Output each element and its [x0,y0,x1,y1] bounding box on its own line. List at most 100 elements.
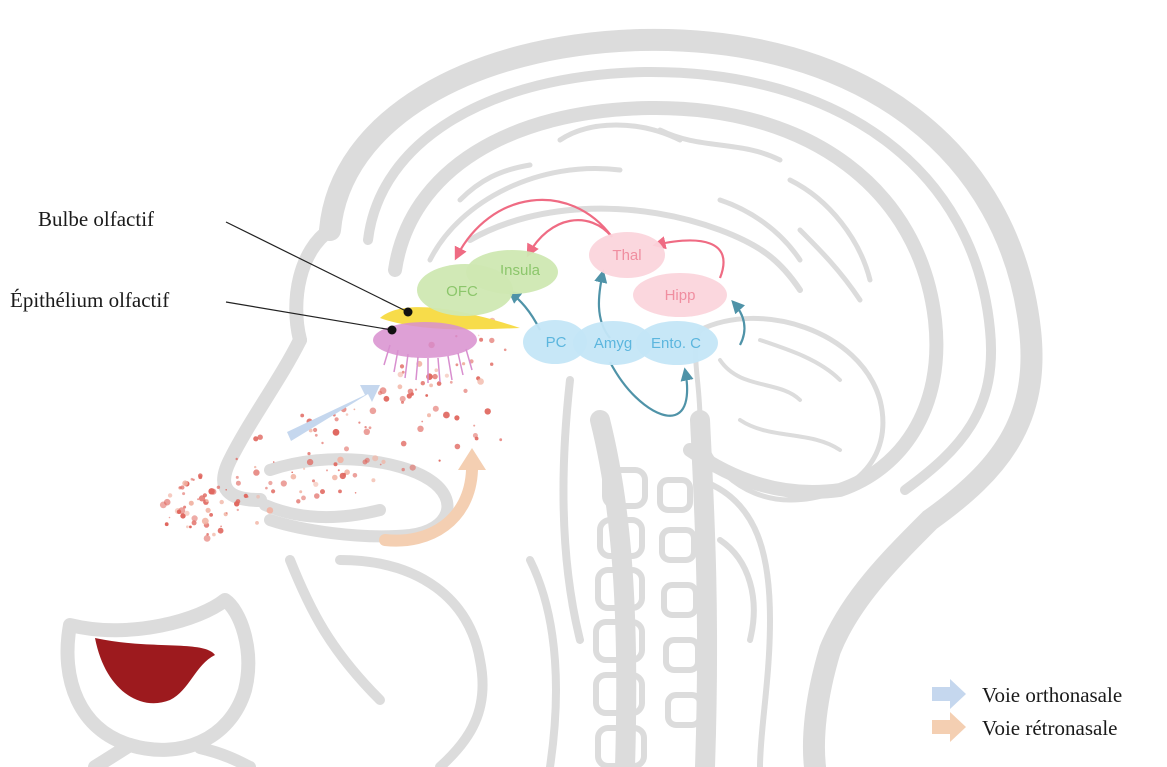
odor-particle [209,513,213,517]
odor-particle [353,473,358,478]
odor-particle [463,389,467,393]
odor-particle [346,413,349,416]
odor-particle [182,492,185,495]
odor-particle [485,408,491,414]
odor-particle [168,493,172,497]
region-thal: Thal [589,232,665,278]
odor-particle [455,444,461,450]
label-epithelium-olfactif: Épithélium olfactif [10,288,169,312]
odor-particle [321,442,323,444]
odor-particle [165,522,169,526]
odor-particle [244,494,248,498]
odor-particle [355,492,357,494]
odor-particle [301,496,306,501]
odor-particle [267,507,274,514]
odor-particle [197,498,199,500]
odor-particle [268,481,272,485]
odor-particle [425,394,428,397]
odor-particle [253,436,258,441]
odor-particle [334,462,338,466]
odor-particle [473,433,478,438]
odor-particle [402,468,405,471]
odor-particle [439,460,441,462]
odor-particle [462,362,465,365]
svg-text:OFC: OFC [446,283,478,300]
odor-particle [380,464,382,466]
wine-glass-icon [68,600,251,767]
odor-particle [408,389,414,395]
odor-particle [191,478,194,481]
odor-particle [320,489,325,494]
odor-particle [338,490,342,494]
odor-particle [473,425,475,427]
odor-particle [427,413,431,417]
odor-particle [456,363,459,366]
odor-particle [326,469,328,471]
odor-particle [271,489,275,493]
odor-particle [313,428,317,432]
odor-particle [400,364,404,368]
odor-particle [384,396,390,402]
odor-particle [369,426,372,429]
odor-particle [189,526,192,529]
odor-particle [415,389,417,391]
odor-particle [401,441,407,447]
odor-particle [490,363,493,366]
region-ofc: OFC [417,264,513,316]
odor-particle [218,528,224,534]
odor-particle [212,533,216,537]
legend-retro-arrow-icon [932,712,966,742]
odor-particle [370,408,377,415]
odor-particle [477,378,484,385]
odor-particle [236,458,238,460]
odor-particle [303,468,305,470]
odor-particle [337,457,343,463]
svg-text:Thal: Thal [612,247,641,264]
odor-particle [445,374,449,378]
odor-particle [372,455,378,461]
odor-particle [206,508,211,513]
odor-particle [237,509,239,511]
odor-particle [401,401,404,404]
odor-particle [315,434,318,437]
odor-particle [199,495,205,501]
odor-particle [504,349,507,352]
odor-particle [217,486,220,489]
odor-particle [291,474,297,480]
svg-text:PC: PC [546,334,567,351]
odor-particle [364,426,366,428]
odor-particle [307,452,310,455]
odor-particle [198,473,203,478]
odor-particle [179,488,181,490]
odor-particle [255,521,259,525]
odor-particle [410,465,416,471]
odor-particle [435,368,439,372]
odor-particle [281,480,287,486]
odor-particle [429,384,433,388]
head-anatomy [224,40,1031,767]
odor-particle [204,535,211,542]
odor-particle [202,518,209,525]
odor-particle [335,417,339,421]
legend-retro-label: Voie rétronasale [982,716,1117,740]
odor-particle [398,372,404,378]
odor-particle [273,461,275,463]
odor-particle [421,381,425,385]
odor-particle [454,415,459,420]
svg-text:Hipp: Hipp [665,287,696,304]
odor-particle [417,426,423,432]
odor-particle [407,393,412,398]
odor-particle [226,512,228,514]
odor-particle [338,469,340,471]
odor-particle [180,485,184,489]
region-hipp: Hipp [633,273,727,317]
region-ento: Ento. C [636,321,718,365]
label-bulbe-olfactif: Bulbe olfactif [38,207,154,231]
odor-particle [225,489,227,491]
odor-particle [291,472,293,474]
odor-particle [169,517,171,519]
odor-particle [164,499,171,506]
odor-particle [177,510,181,514]
odor-particle [236,499,241,504]
odor-particle [354,409,356,411]
